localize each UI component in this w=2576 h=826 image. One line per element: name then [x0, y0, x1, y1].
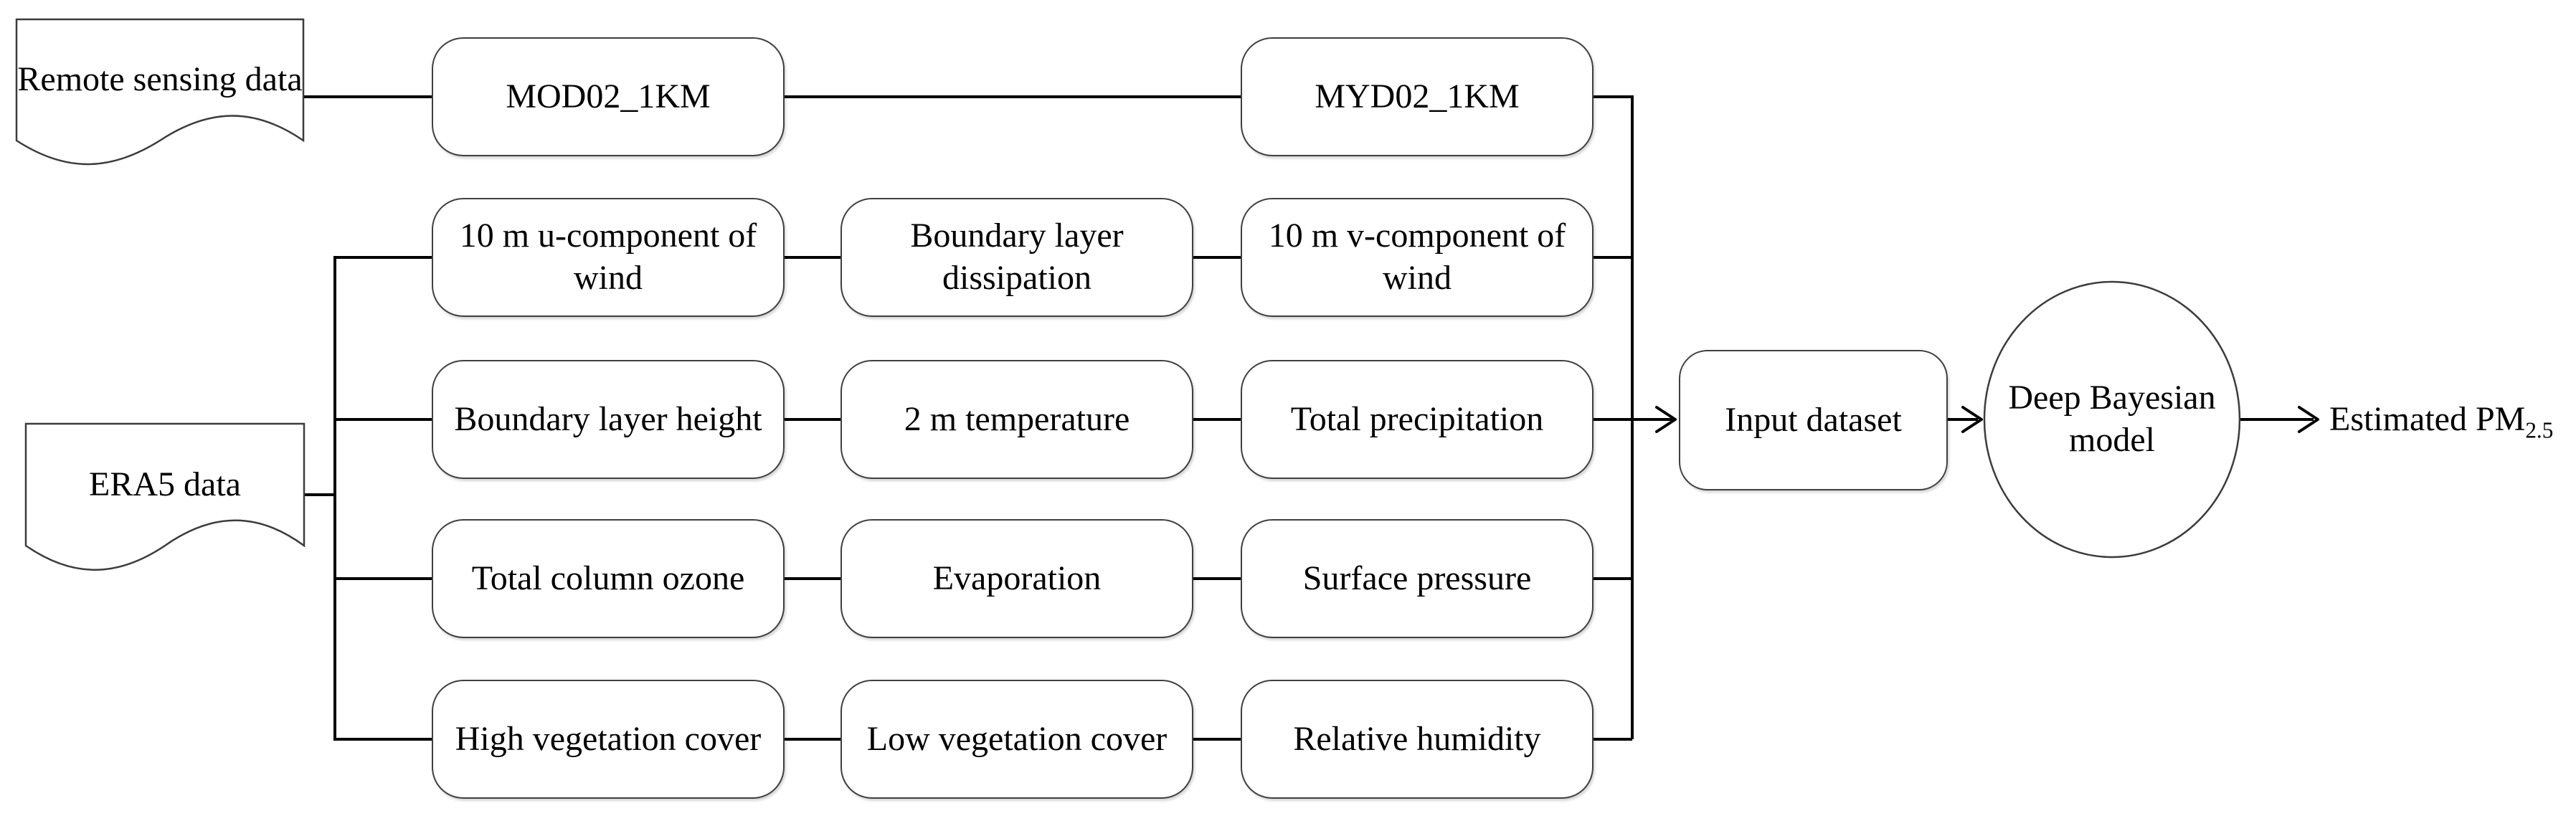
myd02-label: MYD02_1KM — [1315, 77, 1520, 115]
input-dataset-label: Input dataset — [1725, 400, 1902, 439]
grid-label: Surface pressure — [1302, 559, 1532, 597]
grid-label: 10 m v-component of wind — [1268, 217, 1566, 297]
era5-data-node: ERA5 data — [26, 424, 304, 546]
node-total-column-ozone: Total column ozone — [432, 519, 785, 638]
model-label: Deep Bayesian model — [2008, 379, 2216, 459]
node-10m-v-component-of-wind: 10 m v-component of wind — [1241, 198, 1594, 317]
estimated-pm25-output: Estimated PM2.5 — [2329, 348, 2576, 491]
node-low-vegetation-cover: Low vegetation cover — [840, 680, 1193, 799]
node-relative-humidity: Relative humidity — [1241, 680, 1594, 799]
era5-document-shape — [24, 422, 306, 571]
grid-label: Boundary layer height — [454, 399, 762, 438]
remote-sensing-data-node: Remote sensing data — [16, 19, 303, 140]
arrowhead-into-input — [1655, 406, 1677, 433]
grid-label: 2 m temperature — [904, 399, 1130, 438]
remote-sensing-document-shape — [15, 18, 305, 166]
node-surface-pressure: Surface pressure — [1241, 519, 1594, 638]
grid-label: Evaporation — [932, 559, 1102, 597]
node-mod02-1km: MOD02_1KM — [432, 37, 785, 156]
node-input-dataset: Input dataset — [1679, 350, 1948, 490]
node-10m-u-component-of-wind: 10 m u-component of wind — [432, 198, 785, 317]
arrowhead-into-model — [1961, 406, 1983, 433]
era5-data-label: ERA5 data — [89, 465, 241, 503]
node-2m-temperature: 2 m temperature — [840, 360, 1193, 479]
remote-sensing-data-label: Remote sensing data — [17, 60, 303, 98]
grid-label: Low vegetation cover — [866, 719, 1168, 758]
grid-label: High vegetation cover — [455, 719, 762, 758]
mod02-label: MOD02_1KM — [506, 77, 711, 115]
grid-label: Relative humidity — [1293, 719, 1541, 758]
output-label: Estimated PM2.5 — [2329, 399, 2554, 443]
node-high-vegetation-cover: High vegetation cover — [432, 680, 785, 799]
node-myd02-1km: MYD02_1KM — [1241, 37, 1594, 156]
grid-label: Boundary layer dissipation — [910, 217, 1124, 297]
node-total-precipitation: Total precipitation — [1241, 360, 1594, 479]
node-boundary-layer-height: Boundary layer height — [432, 360, 785, 479]
arrowhead-into-output — [2298, 406, 2319, 433]
model-ellipse-shape — [1983, 280, 2241, 559]
node-evaporation: Evaporation — [840, 519, 1193, 638]
node-boundary-layer-dissipation: Boundary layer dissipation — [840, 198, 1193, 317]
grid-label: Total column ozone — [471, 559, 745, 597]
grid-label: Total precipitation — [1290, 399, 1544, 438]
grid-label: 10 m u-component of wind — [459, 217, 757, 297]
pm-subscript: 2.5 — [2525, 417, 2554, 443]
node-deep-bayesian-model: Deep Bayesian model — [2001, 348, 2223, 491]
